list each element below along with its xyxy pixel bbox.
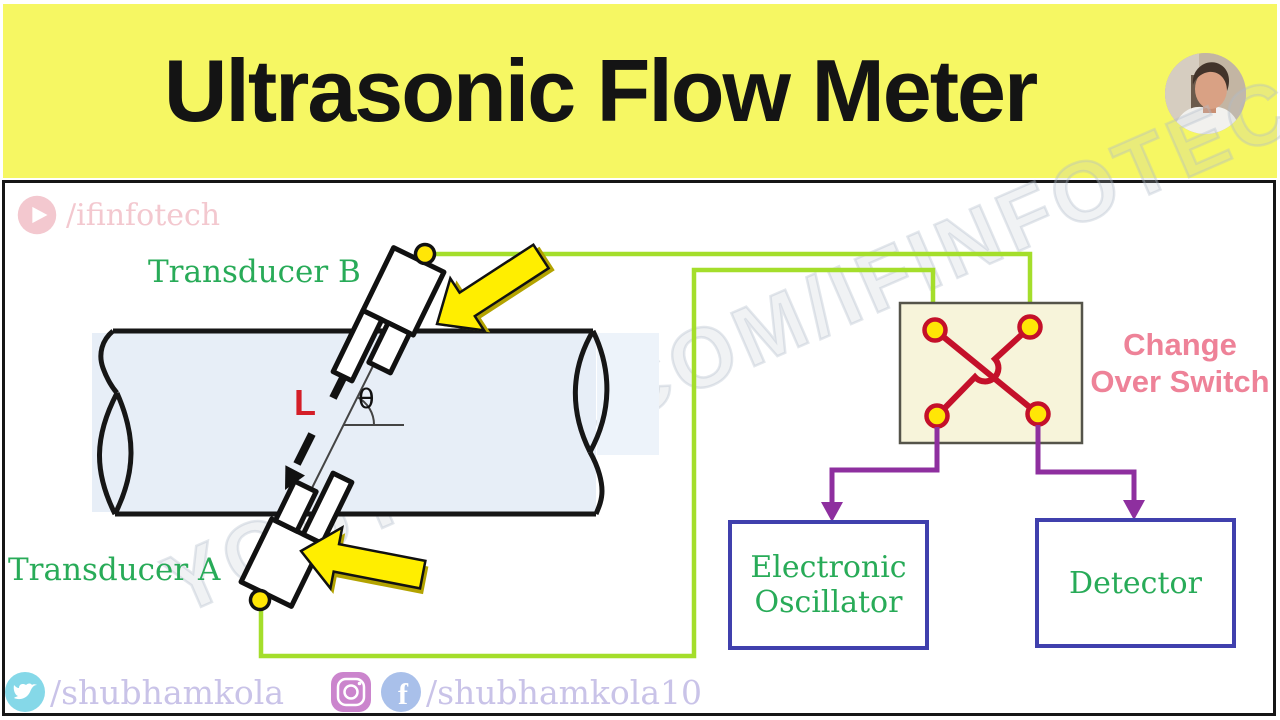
switch-label-line1: Change [1123, 327, 1237, 362]
detector-box [1035, 518, 1236, 648]
switch-label-line2: Over Switch [1090, 364, 1270, 399]
transducer-b-terminal [413, 242, 437, 266]
pointer-arrow-transducer-a [299, 525, 429, 595]
transducer-b-probe-left [330, 308, 385, 384]
avatar-shirt [1173, 106, 1241, 134]
pipe-left-end-lens [97, 391, 134, 516]
transducer-a-probe-left [272, 478, 319, 534]
transducer-a-probe-right [300, 470, 355, 546]
oscillator-label-line1: Electronic [750, 550, 907, 585]
twitter-icon [5, 672, 45, 712]
pointer-arrow-b-face [435, 242, 551, 332]
pointer-arrow-transducer-b [435, 242, 555, 333]
pipe-right-end-curve [587, 450, 605, 515]
facebook-icon-circle [381, 672, 421, 712]
youtube-play-glyph [32, 206, 48, 224]
wave-arrow-down-head [285, 465, 305, 490]
social-watermark: /shubhamkola f /shubhamkola10 [4, 671, 702, 713]
instagram-dot-glyph [357, 681, 362, 686]
green-wires [258, 251, 1033, 659]
instagram-frame-glyph [336, 677, 366, 707]
wire-transducer-b-to-switch [434, 251, 1033, 316]
youtube-icon [17, 195, 57, 235]
avatar-face [1195, 69, 1227, 109]
oscillator-label-line2: Oscillator [754, 585, 903, 620]
purple-wires [821, 425, 1145, 522]
detector-label-text: Detector [1069, 565, 1202, 601]
oscillator-box [728, 520, 929, 650]
instagram-icon [331, 672, 371, 712]
transducer-a [238, 470, 355, 612]
switch-terminal-bottom-left [924, 403, 950, 429]
path-length-label: L [294, 382, 316, 423]
pipe-right-end-lens [572, 329, 610, 454]
oscillator-arrowhead [821, 502, 843, 522]
facebook-icon: f [381, 672, 421, 712]
angle-arc [356, 396, 376, 426]
switch-cross-wire-1 [933, 327, 1040, 417]
pipe-left-end-curve [98, 329, 119, 395]
twitter-bird-glyph [13, 683, 37, 700]
switch-terminals [922, 314, 1051, 429]
path-line [302, 353, 380, 507]
wave-arrow-down-shaft [293, 432, 316, 466]
wire-transducer-a-to-switch [258, 267, 936, 659]
oscillator-label: Electronic Oscillator [730, 522, 927, 648]
change-over-switch-label: Change Over Switch [1080, 326, 1280, 400]
switch-terminal-top-left [922, 317, 948, 343]
transducer-a-terminal [248, 588, 272, 612]
switch-cross-wire-2 [934, 324, 1033, 419]
angle-label: θ [358, 384, 375, 415]
social-handle: /shubhamkola10 [426, 672, 702, 712]
youtube-handle: /ifinfotech [66, 197, 221, 233]
wire-switch-to-oscillator [829, 427, 940, 504]
channel-watermark: /ifinfotech [16, 194, 220, 236]
wire-switch-to-detector [1035, 425, 1137, 502]
twitter-handle: /shubhamkola [50, 672, 284, 712]
transducer-a-label: Transducer A [8, 552, 221, 588]
transducer-b [330, 242, 447, 384]
switch-terminal-bottom-right [1025, 401, 1051, 427]
avatar-hair [1192, 62, 1229, 91]
detector-arrowhead [1123, 500, 1145, 520]
page-title: Ultrasonic Flow Meter [163, 41, 1038, 140]
facebook-f-glyph: f [398, 678, 409, 711]
header-banner: Ultrasonic Flow Meter [3, 4, 1277, 178]
detector-label: Detector [1037, 520, 1234, 646]
change-over-switch [898, 301, 1084, 445]
switch-terminal-top-right [1017, 314, 1043, 340]
pointer-arrow-a-face [299, 525, 427, 592]
transducer-b-probe-right [366, 320, 413, 376]
transducer-b-label: Transducer B [148, 254, 361, 290]
instagram-lens-glyph [343, 684, 359, 700]
